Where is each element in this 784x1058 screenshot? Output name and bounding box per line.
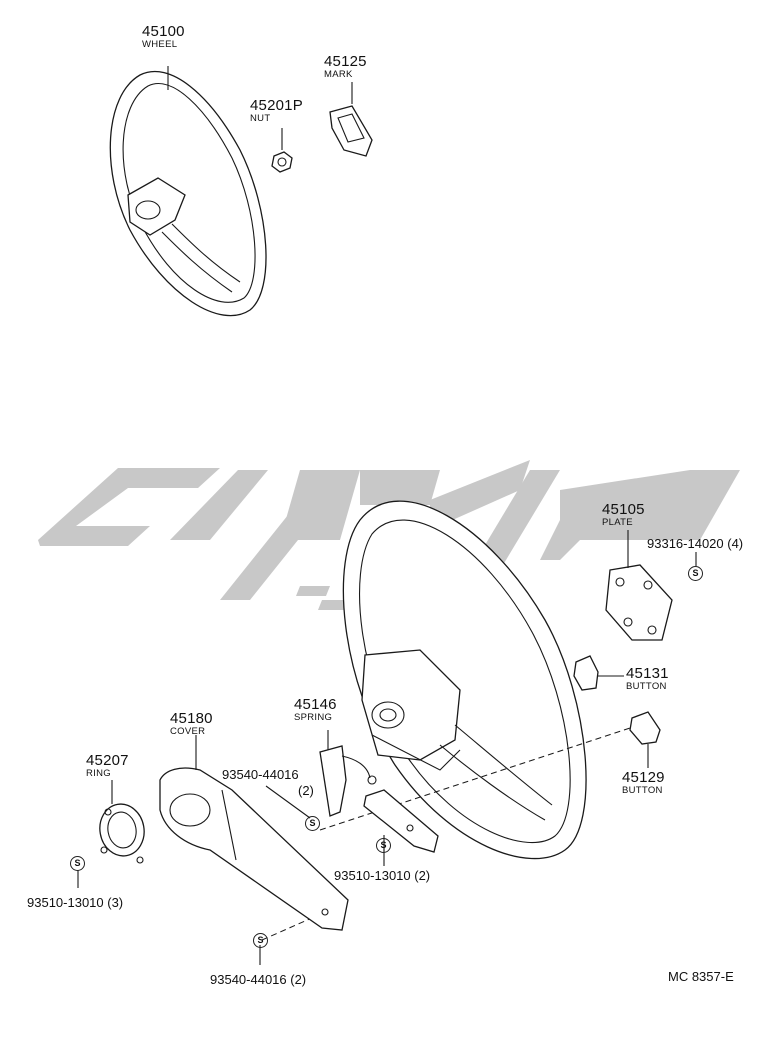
watermark-shape-2 xyxy=(170,470,268,540)
button-upper-label: 45131 BUTTON xyxy=(626,666,669,692)
mark-label: 45125 MARK xyxy=(324,54,367,80)
button-lower-part-number: 45129 xyxy=(622,769,665,786)
nut-part-name: NUT xyxy=(250,113,271,124)
watermark-shape-4 xyxy=(280,470,360,540)
plate-part-name: PLATE xyxy=(602,517,633,528)
nut-label: 45201P NUT xyxy=(250,98,303,124)
ring-part-name: RING xyxy=(86,768,111,779)
plate-screw-std-symbol: S xyxy=(688,566,703,581)
button-lower-label: 45129 BUTTON xyxy=(622,770,665,796)
bottom-wheel-rim-outer xyxy=(342,500,587,860)
bracket-screw-label: 93510-13010 (2) xyxy=(334,868,431,883)
button-lower-part-name: BUTTON xyxy=(622,785,663,796)
button-upper-part-name: BUTTON xyxy=(626,681,667,692)
assembly-line-1 xyxy=(319,727,631,831)
plate-screw-label: 93316-14020 (4) xyxy=(647,536,744,551)
cover-label: 45180 COVER xyxy=(170,711,213,737)
ring-label: 45207 RING xyxy=(86,753,129,779)
watermark-dot-1 xyxy=(296,586,330,596)
spring-screw-number: 93540-44016 xyxy=(222,767,299,782)
spring-screw-std-symbol: S xyxy=(305,816,320,831)
bottom-wheel-drawing xyxy=(342,500,587,860)
top-wheel-hub xyxy=(127,177,186,236)
cover-screw-std-symbol: S xyxy=(253,933,268,948)
cover-body xyxy=(159,767,349,931)
button-upper-drawing xyxy=(573,655,624,691)
top-wheel-rim-outer xyxy=(109,70,267,317)
cover-part-name: COVER xyxy=(170,726,206,737)
watermark-logo xyxy=(38,460,740,610)
plate-drawing xyxy=(605,530,673,641)
wheel-part-name: WHEEL xyxy=(142,39,178,50)
spring-part-name: SPRING xyxy=(294,712,333,723)
spring-screw-qty: (2) xyxy=(298,783,314,798)
mark-part-name: MARK xyxy=(324,69,353,80)
nut-part-number: 45201P xyxy=(250,97,303,114)
nut-drawing xyxy=(271,128,293,173)
button-upper-part-number: 45131 xyxy=(626,665,669,682)
spring-screw-label: 93540-44016 (2) xyxy=(222,768,314,797)
wheel-part-number: 45100 xyxy=(142,23,185,40)
watermark-shape-8 xyxy=(540,470,740,560)
spring-label: 45146 SPRING xyxy=(294,697,337,723)
watermark-shape-6 xyxy=(430,460,530,530)
top-wheel-rim-inner xyxy=(122,83,256,303)
spring-drawing xyxy=(319,730,377,817)
ring-screw-std-symbol: S xyxy=(70,856,85,871)
watermark-shape-1 xyxy=(38,468,220,546)
figure-code: MC 8357-E xyxy=(668,969,734,984)
mark-drawing xyxy=(329,82,373,157)
cover-screw-label: 93540-44016 (2) xyxy=(210,972,307,987)
cover-drawing xyxy=(159,735,349,931)
watermark-shape-7 xyxy=(470,470,560,570)
cover-part-number: 45180 xyxy=(170,710,213,727)
watermark-shape-5 xyxy=(360,470,440,505)
mark-part-number: 45125 xyxy=(324,53,367,70)
ring-screw-label: 93510-13010 (3) xyxy=(27,895,124,910)
bracket-screw-std-symbol: S xyxy=(376,838,391,853)
top-wheel-drawing xyxy=(109,66,267,317)
button-lower-drawing xyxy=(629,711,661,768)
bottom-wheel-hub xyxy=(361,649,461,761)
spring-part-number: 45146 xyxy=(294,696,337,713)
plate-part-number: 45105 xyxy=(602,501,645,518)
wheel-label: 45100 WHEEL xyxy=(142,24,185,50)
ring-drawing xyxy=(99,780,145,864)
ring-part-number: 45207 xyxy=(86,752,129,769)
plate-label: 45105 PLATE xyxy=(602,502,645,528)
